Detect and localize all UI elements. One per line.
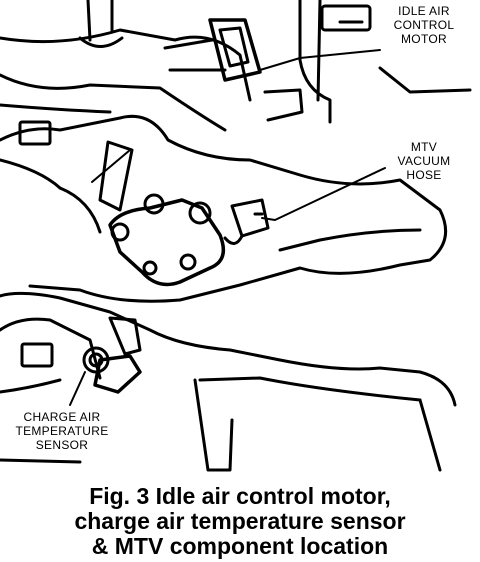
lower-manifold bbox=[0, 291, 457, 472]
caption-line-3: & MTV component location bbox=[91, 533, 389, 559]
figure-caption: Fig. 3 Idle air control motor, charge ai… bbox=[0, 484, 480, 559]
middle-manifold bbox=[0, 114, 448, 303]
upper-manifold bbox=[0, 0, 472, 132]
mtv-vacuum-hose-label: MTV VACUUM HOSE bbox=[397, 140, 451, 182]
caption-line-1: Fig. 3 Idle air control motor, bbox=[89, 483, 391, 509]
callout-leader-lines bbox=[69, 49, 386, 406]
idle-air-control-motor-label: IDLE AIR CONTROL MOTOR bbox=[393, 4, 455, 46]
caption-line-2: charge air temperature sensor bbox=[74, 508, 406, 534]
charge-air-temperature-sensor-label: CHARGE AIR TEMPERATURE SENSOR bbox=[15, 410, 109, 452]
